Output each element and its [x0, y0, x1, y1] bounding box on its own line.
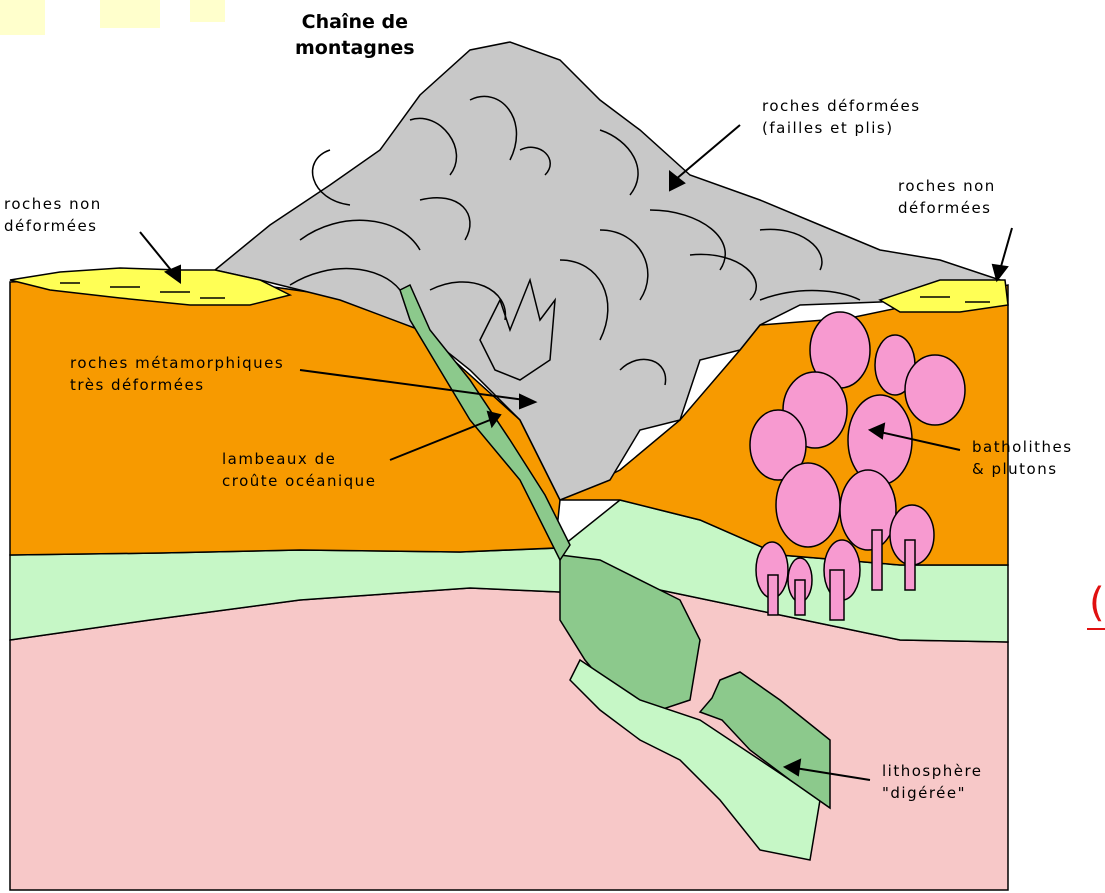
edge-mark-underline	[1087, 628, 1105, 630]
label-digested-lithosphere: lithosphère "digérée"	[882, 760, 983, 804]
label-line: lithosphère	[882, 760, 983, 782]
title-line-1: Chaîne de	[295, 9, 415, 35]
label-line: roches non	[898, 175, 996, 197]
label-line: "digérée"	[882, 782, 983, 804]
label-undeformed-rocks-left: roches non déformées	[4, 193, 102, 237]
edge-mark: (	[1083, 578, 1105, 638]
title-line-2: montagnes	[295, 35, 415, 61]
label-undeformed-rocks-right: roches non déformées	[898, 175, 996, 219]
label-line: lambeaux de	[222, 448, 376, 470]
label-line: roches non	[4, 193, 102, 215]
label-metamorphic-rocks: roches métamorphiques très déformées	[70, 352, 284, 396]
label-line: & plutons	[972, 458, 1073, 480]
label-oceanic-crust-slivers: lambeaux de croûte océanique	[222, 448, 376, 492]
label-line: très déformées	[70, 374, 284, 396]
label-line: roches déformées	[762, 95, 921, 117]
label-line: roches métamorphiques	[70, 352, 284, 374]
label-deformed-rocks: roches déformées (failles et plis)	[762, 95, 921, 139]
diagram-title: Chaîne de montagnes	[295, 9, 415, 61]
label-line: batholithes	[972, 436, 1073, 458]
label-line: (failles et plis)	[762, 117, 921, 139]
watermark	[0, 0, 225, 35]
label-line: déformées	[4, 215, 102, 237]
label-batholiths: batholithes & plutons	[972, 436, 1073, 480]
asthenosphere	[10, 588, 1008, 890]
edge-mark-glyph: (	[1089, 578, 1105, 628]
label-line: déformées	[898, 197, 996, 219]
label-line: croûte océanique	[222, 470, 376, 492]
